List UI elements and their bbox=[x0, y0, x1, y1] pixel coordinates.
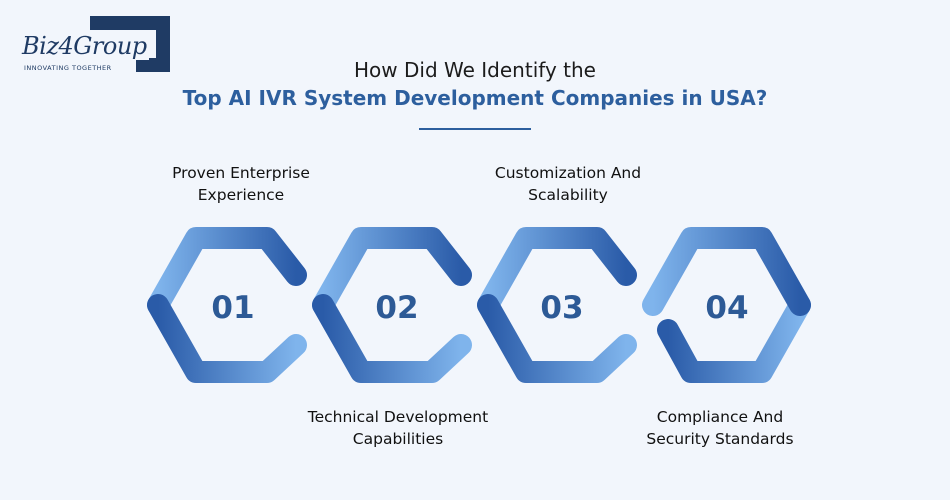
step-2-label-line-2: Capabilities bbox=[352, 430, 444, 448]
heading-line-1: How Did We Identify the bbox=[354, 58, 596, 82]
company-logo[interactable]: Biz4Group INNOVATING TOGETHER bbox=[20, 14, 170, 76]
heading-line-2: Top AI IVR System Development Companies … bbox=[182, 86, 768, 110]
hexagon-4 bbox=[642, 227, 811, 383]
step-1-label: Proven Enterprise Experience bbox=[121, 162, 361, 206]
step-4-label-line-1: Compliance And bbox=[656, 408, 784, 426]
step-2-number: 02 bbox=[375, 290, 418, 326]
hexagon-3 bbox=[477, 227, 637, 383]
step-1-label-line-2: Experience bbox=[197, 186, 285, 204]
hexagon-2 bbox=[312, 227, 472, 383]
step-4-label: Compliance And Security Standards bbox=[600, 406, 840, 450]
step-2-label: Technical Development Capabilities bbox=[278, 406, 518, 450]
step-3-label-line-1: Customization And bbox=[494, 164, 642, 182]
step-2-label-line-1: Technical Development bbox=[307, 408, 489, 426]
hexagon-1 bbox=[147, 227, 307, 383]
step-4-label-line-2: Security Standards bbox=[646, 430, 794, 448]
logo-frame-bottom bbox=[136, 58, 170, 72]
logo-tagline: INNOVATING TOGETHER bbox=[24, 64, 112, 72]
step-3-label: Customization And Scalability bbox=[448, 162, 688, 206]
step-1-label-line-1: Proven Enterprise bbox=[172, 164, 310, 182]
heading-underline bbox=[419, 128, 531, 130]
step-4-number: 04 bbox=[705, 290, 748, 326]
step-1-number: 01 bbox=[211, 290, 254, 326]
logo-wordmark: Biz4Group bbox=[22, 32, 149, 60]
step-3-number: 03 bbox=[540, 290, 583, 326]
step-3-label-line-2: Scalability bbox=[528, 186, 608, 204]
